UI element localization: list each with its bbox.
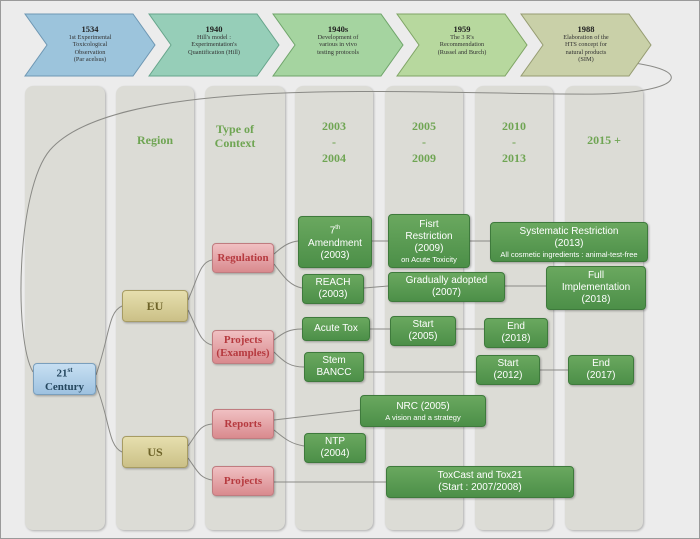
event-seventh-amendment: 7th Amendment (2003) — [298, 216, 372, 268]
event-stem-end: End (2017) — [568, 355, 634, 385]
column-header-2010: 2010 - 2013 — [502, 119, 526, 165]
event-reach: REACH (2003) — [302, 274, 364, 304]
column-header-2015: 2015 + — [587, 133, 621, 147]
timeline-text: various in vivo — [319, 41, 357, 49]
event-acute-end: End (2018) — [484, 318, 548, 348]
timeline-text: Toxicological — [72, 41, 108, 49]
timeline-text: natural products — [565, 48, 607, 56]
region-us: US — [122, 436, 188, 468]
event-acute-tox: Acute Tox — [302, 317, 370, 341]
timeline-step-1988: 1988 Elaboration of the HTS concept for … — [519, 12, 653, 78]
timeline-text: 1st Experimental — [68, 34, 112, 41]
timeline-step-1534: 1534 1st Experimental Toxicological Obse… — [23, 12, 157, 78]
timeline-year: 1940s — [327, 24, 349, 34]
context-projects-examples: Projects (Examples) — [212, 330, 274, 364]
context-reports: Reports — [212, 409, 274, 439]
timeline-step-1959: 1959 The 3 R's Recommendation (Russel an… — [395, 12, 529, 78]
event-full-implementation: Full Implementation (2018) — [546, 266, 646, 310]
event-toxcast-tox21: ToxCast and Tox21 (Start : 2007/2008) — [386, 466, 574, 498]
timeline-text: Hill's model : — [196, 34, 232, 41]
context-regulation: Regulation — [212, 243, 274, 273]
region-eu: EU — [122, 290, 188, 322]
timeline-text: Development of — [317, 34, 359, 41]
event-nrc: NRC (2005) A vision and a strategy — [360, 395, 486, 427]
event-ntp: NTP (2004) — [304, 433, 366, 463]
timeline-year: 1534 — [81, 24, 99, 34]
timeline-text: The 3 R's — [450, 34, 474, 41]
timeline-text: Observation — [74, 48, 106, 56]
century-node: 21st Century — [33, 363, 96, 395]
timeline-year: 1940 — [205, 24, 223, 34]
column-header-2005: 2005 - 2009 — [412, 119, 436, 165]
timeline-step-1940s: 1940s Development of various in vivo tes… — [271, 12, 405, 78]
event-systematic-restriction: Systematic Restriction (2013) All cosmet… — [490, 222, 648, 262]
event-stem-start: Start (2012) — [476, 355, 540, 385]
event-acute-start: Start (2005) — [390, 316, 456, 346]
timeline-step-1940: 1940 Hill's model : Experimentation's Qu… — [147, 12, 281, 78]
timeline-text: Experimentation's — [191, 41, 237, 49]
timeline-text: (Par acelsus) — [73, 56, 107, 64]
column-header-context: Type of Context — [214, 122, 256, 150]
context-projects: Projects — [212, 466, 274, 496]
column-header-region: Region — [137, 133, 173, 147]
event-gradually-adopted: Gradually adopted (2007) — [388, 272, 505, 302]
timeline-text: testing protocols — [317, 48, 359, 56]
timeline-text: (SIM) — [578, 56, 594, 64]
timeline-text: Recommendation — [439, 41, 485, 49]
column-panel-context — [205, 86, 285, 530]
timeline-text: Quantification (Hill) — [188, 48, 240, 56]
timeline-text: HTS concept for — [565, 41, 607, 49]
column-panel-century — [25, 86, 105, 530]
timeline-text: Elaboration of the — [563, 34, 609, 41]
event-first-restriction: Fisrt Restriction (2009) on Acute Toxici… — [388, 214, 470, 268]
timeline-year: 1959 — [453, 24, 471, 34]
event-stem-bancc: Stem BANCC — [304, 352, 364, 382]
timeline-text: (Russel and Burch) — [437, 48, 487, 56]
column-header-2003: 2003 - 2004 — [322, 119, 346, 165]
timeline-year: 1988 — [577, 24, 595, 34]
